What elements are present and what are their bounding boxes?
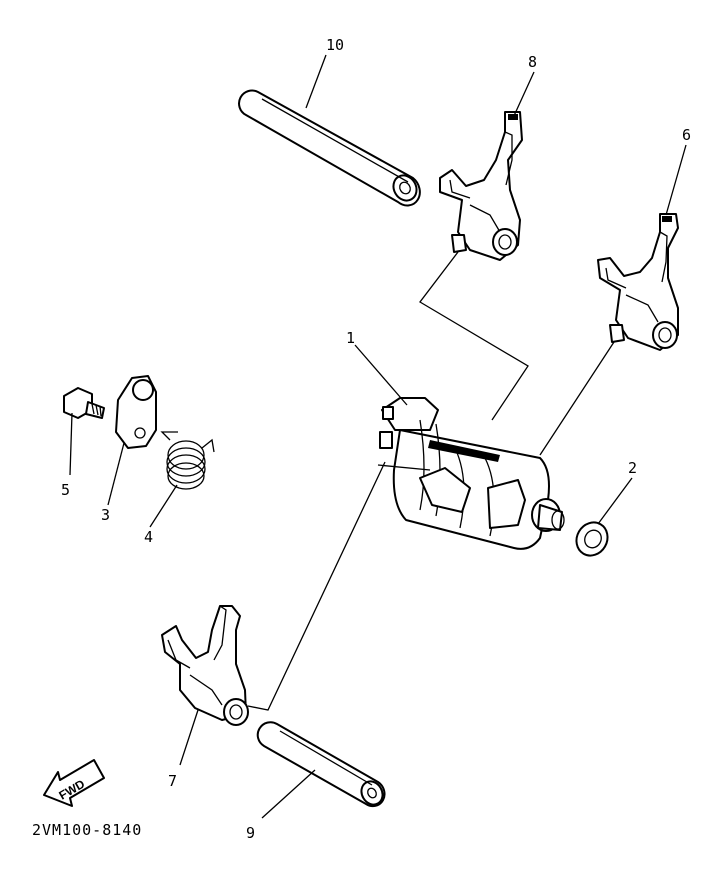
part-4-spring — [160, 431, 215, 490]
callout-numbers: 10 8 6 1 2 5 3 4 7 9 — [61, 36, 691, 842]
callout-1: 1 — [346, 329, 355, 347]
part-3-stopper-lever — [115, 375, 157, 449]
callout-6: 6 — [682, 126, 691, 144]
diagram-code: 2VM100-8140 — [32, 821, 143, 839]
part-7-shift-fork — [161, 605, 249, 726]
callout-10: 10 — [326, 36, 344, 54]
fwd-arrow-icon: FWD — [43, 759, 105, 807]
leader-lines — [69, 54, 687, 819]
part-1-shift-drum — [379, 397, 565, 550]
assembly-guide-lines — [247, 251, 615, 711]
part-10-fork-shaft — [238, 89, 421, 207]
part-8-shift-fork — [439, 111, 523, 261]
callout-7: 7 — [168, 772, 177, 790]
part-2-washer — [575, 521, 609, 557]
callout-3: 3 — [101, 506, 110, 524]
part-9-fork-shaft — [256, 721, 386, 808]
callout-2: 2 — [628, 459, 637, 477]
callout-9: 9 — [246, 824, 255, 842]
callout-8: 8 — [528, 53, 537, 71]
part-5-bolt — [63, 387, 105, 419]
part-6-shift-fork — [597, 213, 679, 351]
callout-4: 4 — [144, 528, 153, 546]
callout-5: 5 — [61, 481, 70, 499]
